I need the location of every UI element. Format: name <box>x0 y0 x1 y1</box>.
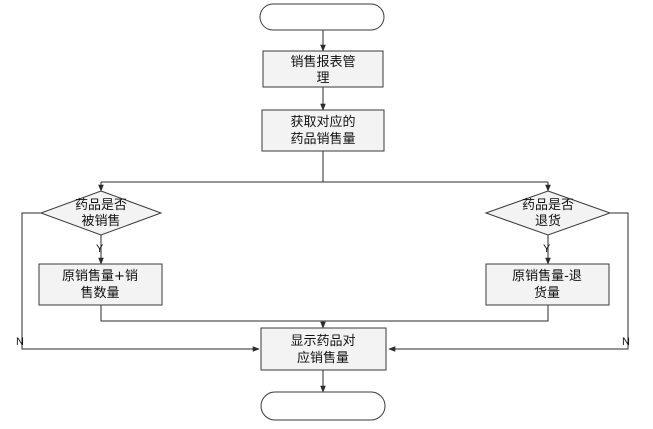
node-start <box>259 3 385 31</box>
display-line2: 应销售量 <box>297 350 349 366</box>
node-decision-returned: 药品是否 退货 <box>484 190 612 236</box>
label-yes-left: Y <box>96 243 104 255</box>
decision-right-line1: 药品是否 <box>522 198 574 213</box>
step2-line2: 药品销售量 <box>290 131 355 147</box>
label-no-left: N <box>16 336 24 348</box>
display-line1: 显示药品对 <box>290 334 355 349</box>
label-no-right: N <box>622 336 630 348</box>
edges <box>21 30 629 393</box>
process-left-line1: 原销售量+销 <box>62 268 138 284</box>
decision-right-line2: 退货 <box>535 213 561 229</box>
node-step-get-sales: 获取对应的 药品销售量 <box>261 109 385 152</box>
step2-line1: 获取对应的 <box>290 114 355 130</box>
edge-left-no <box>21 212 260 352</box>
label-yes-right: Y <box>543 243 551 255</box>
edge-left-process-to-merge <box>100 305 549 322</box>
edge-right-no <box>388 212 629 352</box>
process-right-line2: 货量 <box>534 285 560 301</box>
node-end <box>260 391 386 421</box>
node-decision-sold: 药品是否 被销售 <box>39 190 163 236</box>
node-process-subtract-returns: 原销售量-退 货量 <box>485 263 610 306</box>
decision-left-line2: 被销售 <box>81 213 120 229</box>
node-display-sales: 显示药品对 应销售量 <box>260 327 387 371</box>
node-step-report-management: 销售报表管 理 <box>262 50 384 88</box>
process-left-line2: 售数量 <box>80 285 119 301</box>
step1-line1: 销售报表管 <box>290 54 355 70</box>
decision-left-line1: 药品是否 <box>75 198 127 213</box>
node-process-add-sales: 原销售量+销 售数量 <box>38 263 163 306</box>
step1-line2: 理 <box>316 71 329 86</box>
process-right-line1: 原销售量-退 <box>512 268 582 284</box>
